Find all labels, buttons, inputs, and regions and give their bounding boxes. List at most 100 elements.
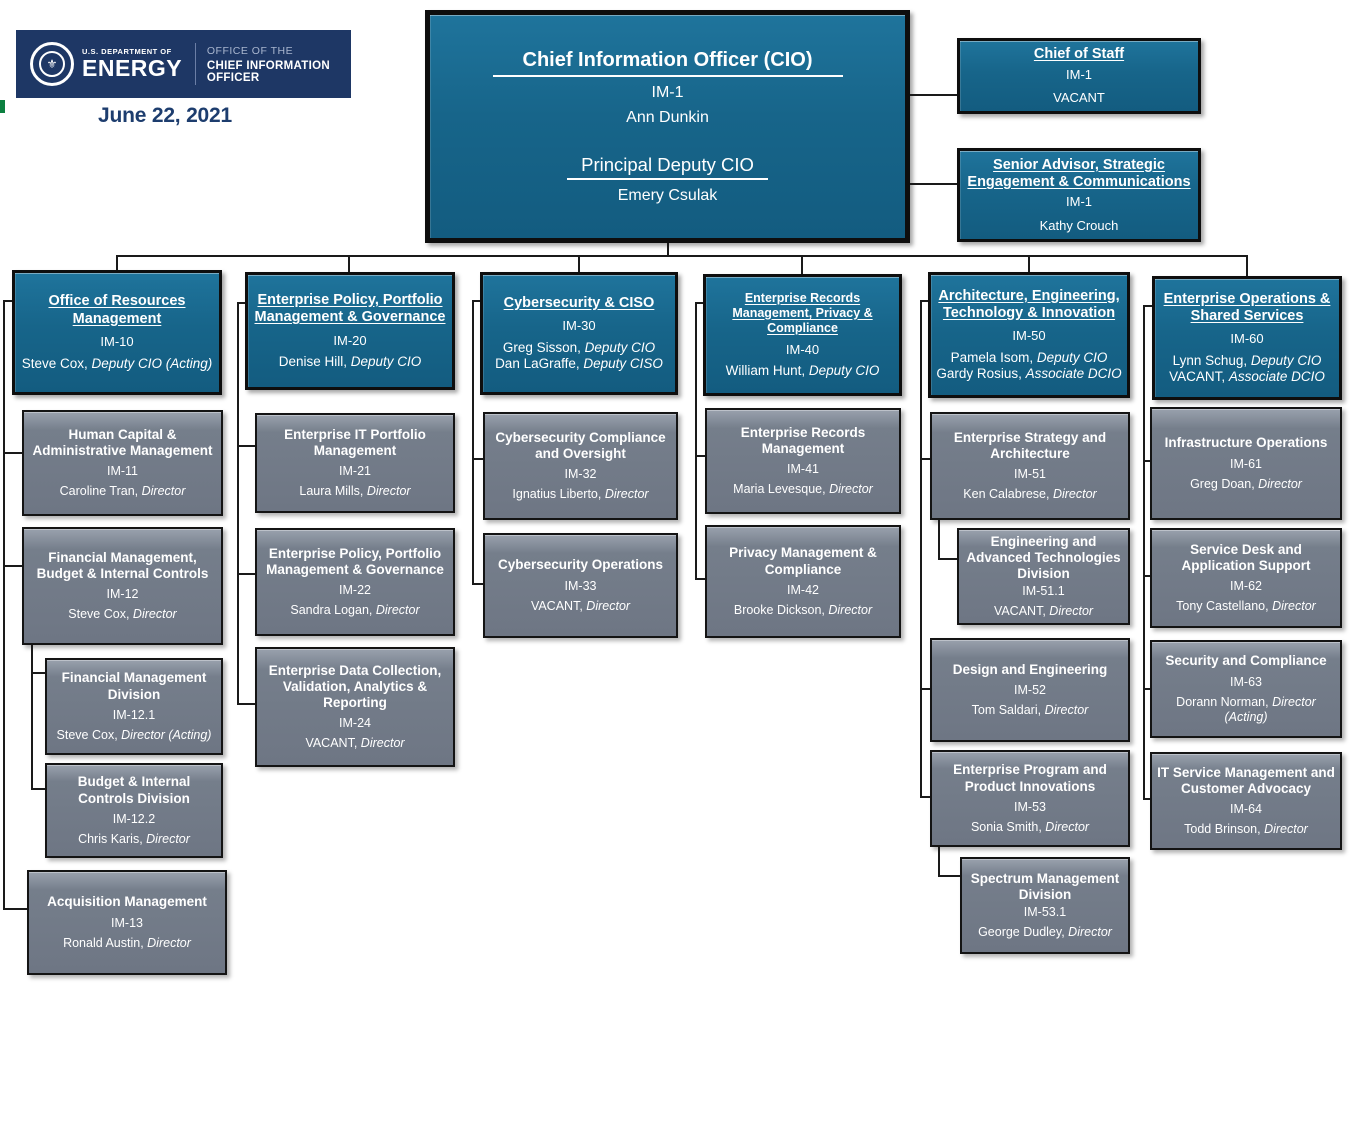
box-code: IM-50 [1012,328,1046,344]
box-title: Enterprise IT Portfolio Management [284,426,426,458]
person-role: Deputy CISO [583,355,663,371]
box-code: IM-32 [564,467,597,482]
person-role: Director [828,602,873,617]
box-code: IM-12 [106,587,139,602]
person-name: Gardy Rosius, [936,366,1022,382]
org-box-im-53-1: Spectrum Management Division IM-53.1 Geo… [960,857,1130,954]
box-title: Security and Compliance [1165,653,1327,669]
box-person: Dorann Norman, Director (Acting) [1157,695,1335,725]
person-role: Director [1052,487,1097,502]
box-person: Pamela Isom, Deputy CIO [951,350,1108,366]
person-name: Sonia Smith, [970,819,1042,834]
person-name: VACANT, [530,598,583,613]
person-name: Chris Karis, [78,831,143,846]
connector-line [695,302,697,580]
box-person: Maria Levesque, Director [733,482,873,497]
person-role: Director [146,831,190,846]
box-code: IM-21 [339,464,371,479]
connector-line [3,300,5,910]
person-role: Associate DCIO [1228,369,1325,385]
connector-line [801,255,803,274]
box-code: IM-12.1 [112,707,156,722]
principal-deputy-name: Emery Csulak [617,186,718,204]
person-name: Ignatius Liberto, [512,487,602,502]
person-role: Deputy CIO [1250,353,1322,368]
box-title: Cybersecurity Operations [497,557,664,573]
connector-line [1143,798,1150,800]
person-name: Brooke Dickson, [733,602,825,617]
cio-title: Chief Information Officer (CIO) [492,48,843,78]
org-box-im-12: Financial Management, Budget & Internal … [22,527,223,645]
box-code: IM-22 [339,583,371,598]
box-person: Steve Cox, Director (Acting) [57,728,212,743]
connector-line [237,573,255,575]
connector-line [1143,305,1152,307]
person-name: Ronald Austin, [63,935,144,950]
connector-line [920,688,930,690]
box-person: Caroline Tran, Director [60,484,186,499]
box-person: Tom Saldari, Director [972,703,1089,718]
org-box-senior-advisor: Senior Advisor, Strategic Engagement & C… [957,148,1201,242]
box-person: Todd Brinson, Director [1184,822,1308,837]
connector-line [3,565,22,567]
person-name: Dan LaGraffe, [495,355,580,371]
org-box-im-60: Enterprise Operations & Shared Services … [1152,276,1342,400]
person-role: Associate DCIO [1025,366,1122,382]
person-name: VACANT, [1169,369,1226,385]
box-title: Design and Engineering [952,661,1108,677]
connector-line [237,302,239,705]
box-person: Ignatius Liberto, Director [512,487,648,502]
org-box-im-11: Human Capital & Administrative Managemen… [22,410,223,516]
connector-line [237,445,255,447]
org-box-im-13: Acquisition Management IM-13 Ronald Aust… [27,870,227,975]
connector-line [472,300,474,585]
box-title: Enterprise Policy, Portfolio Management … [266,545,444,577]
box-title: Architecture, Engineering, Technology & … [938,287,1120,322]
box-code: IM-11 [106,464,139,479]
connector-line [1246,255,1248,276]
box-title: IT Service Management and Customer Advoc… [1157,764,1335,796]
box-title: Senior Advisor, Strategic Engagement & C… [967,156,1191,190]
person-name: Tom Saldari, [971,703,1042,718]
person-name: Lynn Schug, [1172,353,1248,368]
org-box-im-40: Enterprise Records Management, Privacy &… [703,274,902,396]
chart-date: June 22, 2021 [98,104,232,127]
box-title: Engineering and Advanced Technologies Di… [966,533,1121,582]
org-box-im-32: Cybersecurity Compliance and Oversight I… [483,412,678,520]
org-box-im-51-1: Engineering and Advanced Technologies Di… [957,528,1130,625]
connector-line [920,300,922,798]
person-role: Director (Acting) [1224,694,1316,724]
box-title: Enterprise Strategy and Architecture [953,429,1107,461]
box-title: Cybersecurity Compliance and Oversight [495,429,666,461]
person-role: Director [1272,599,1316,614]
connector-line [938,875,960,877]
person-role: Director [360,736,405,751]
connector-line [472,458,483,460]
agency-small-label: U.S. DEPARTMENT OF [82,47,172,57]
connector-line [578,255,580,272]
connector-line [3,452,22,454]
box-person: VACANT, Director [994,604,1093,619]
box-code: IM-24 [339,716,371,731]
org-box-im-22: Enterprise Policy, Portfolio Management … [255,528,455,636]
office-block: OFFICE OF THE CHIEF INFORMATION OFFICER [207,45,337,84]
connector-line [472,300,480,302]
org-box-im-24: Enterprise Data Collection, Validation, … [255,647,455,767]
person-name: George Dudley, [978,925,1065,940]
connector-line [1028,255,1030,272]
office-line2: CHIEF INFORMATION OFFICER [206,59,330,84]
person-role: Deputy CIO (Acting) [91,355,213,371]
box-person: Lynn Schug, Deputy CIO [1173,353,1322,369]
connector-line [3,908,27,910]
box-person: VACANT, Associate DCIO [1169,369,1325,385]
connector-line [1143,575,1150,577]
person-name: Laura Mills, [299,484,364,499]
org-box-chief-of-staff: Chief of Staff IM-1 VACANT [957,38,1201,114]
person-role: Director [1049,604,1094,619]
person-role: Director [141,484,186,499]
box-person: Kathy Crouch [1039,217,1119,233]
connector-line [667,243,669,256]
person-name: Caroline Tran, [59,484,139,499]
connector-line [938,520,940,560]
box-code: IM-1 [1066,66,1092,82]
